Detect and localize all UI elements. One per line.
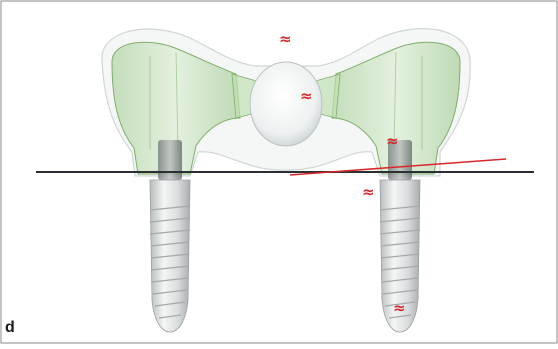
approximately-equal-icon: ≈ (386, 132, 399, 150)
approximately-equal-icon: ≈ (279, 30, 292, 48)
left-abutment (158, 140, 182, 180)
panel-label: d (5, 320, 15, 336)
approximately-equal-icon: ≈ (393, 299, 406, 317)
left-implant (150, 180, 190, 332)
approximately-equal-icon: ≈ (362, 183, 375, 201)
approximately-equal-icon: ≈ (300, 87, 313, 105)
